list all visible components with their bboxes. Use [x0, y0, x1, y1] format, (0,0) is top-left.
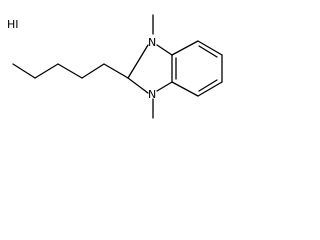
nitrogen-top-label: N	[148, 36, 156, 49]
bond-n-top-c7a	[156, 44, 173, 56]
bond-benzene-3	[197, 40, 223, 56]
bond-c2-n-bottom	[127, 77, 149, 94]
nitrogen-bottom-label: N	[148, 88, 156, 101]
bond-chain-4	[81, 63, 105, 79]
molecular-structure: HI N N	[7, 14, 223, 119]
bond-chain-5	[103, 63, 129, 79]
bond-benzene-5	[197, 81, 223, 97]
bond-n-bottom-c3a	[156, 81, 173, 92]
bond-benzene-6	[171, 81, 199, 97]
bond-c2-n-top	[127, 44, 149, 79]
bond-benzene-2	[171, 40, 199, 56]
bond-chain-2	[34, 63, 59, 79]
bond-chain-1	[12, 63, 36, 79]
bond-benzene-double-3	[198, 79, 218, 92]
bond-chain-3	[57, 63, 83, 79]
bond-benzene-double-2	[198, 45, 218, 58]
salt-label: HI	[7, 18, 19, 31]
